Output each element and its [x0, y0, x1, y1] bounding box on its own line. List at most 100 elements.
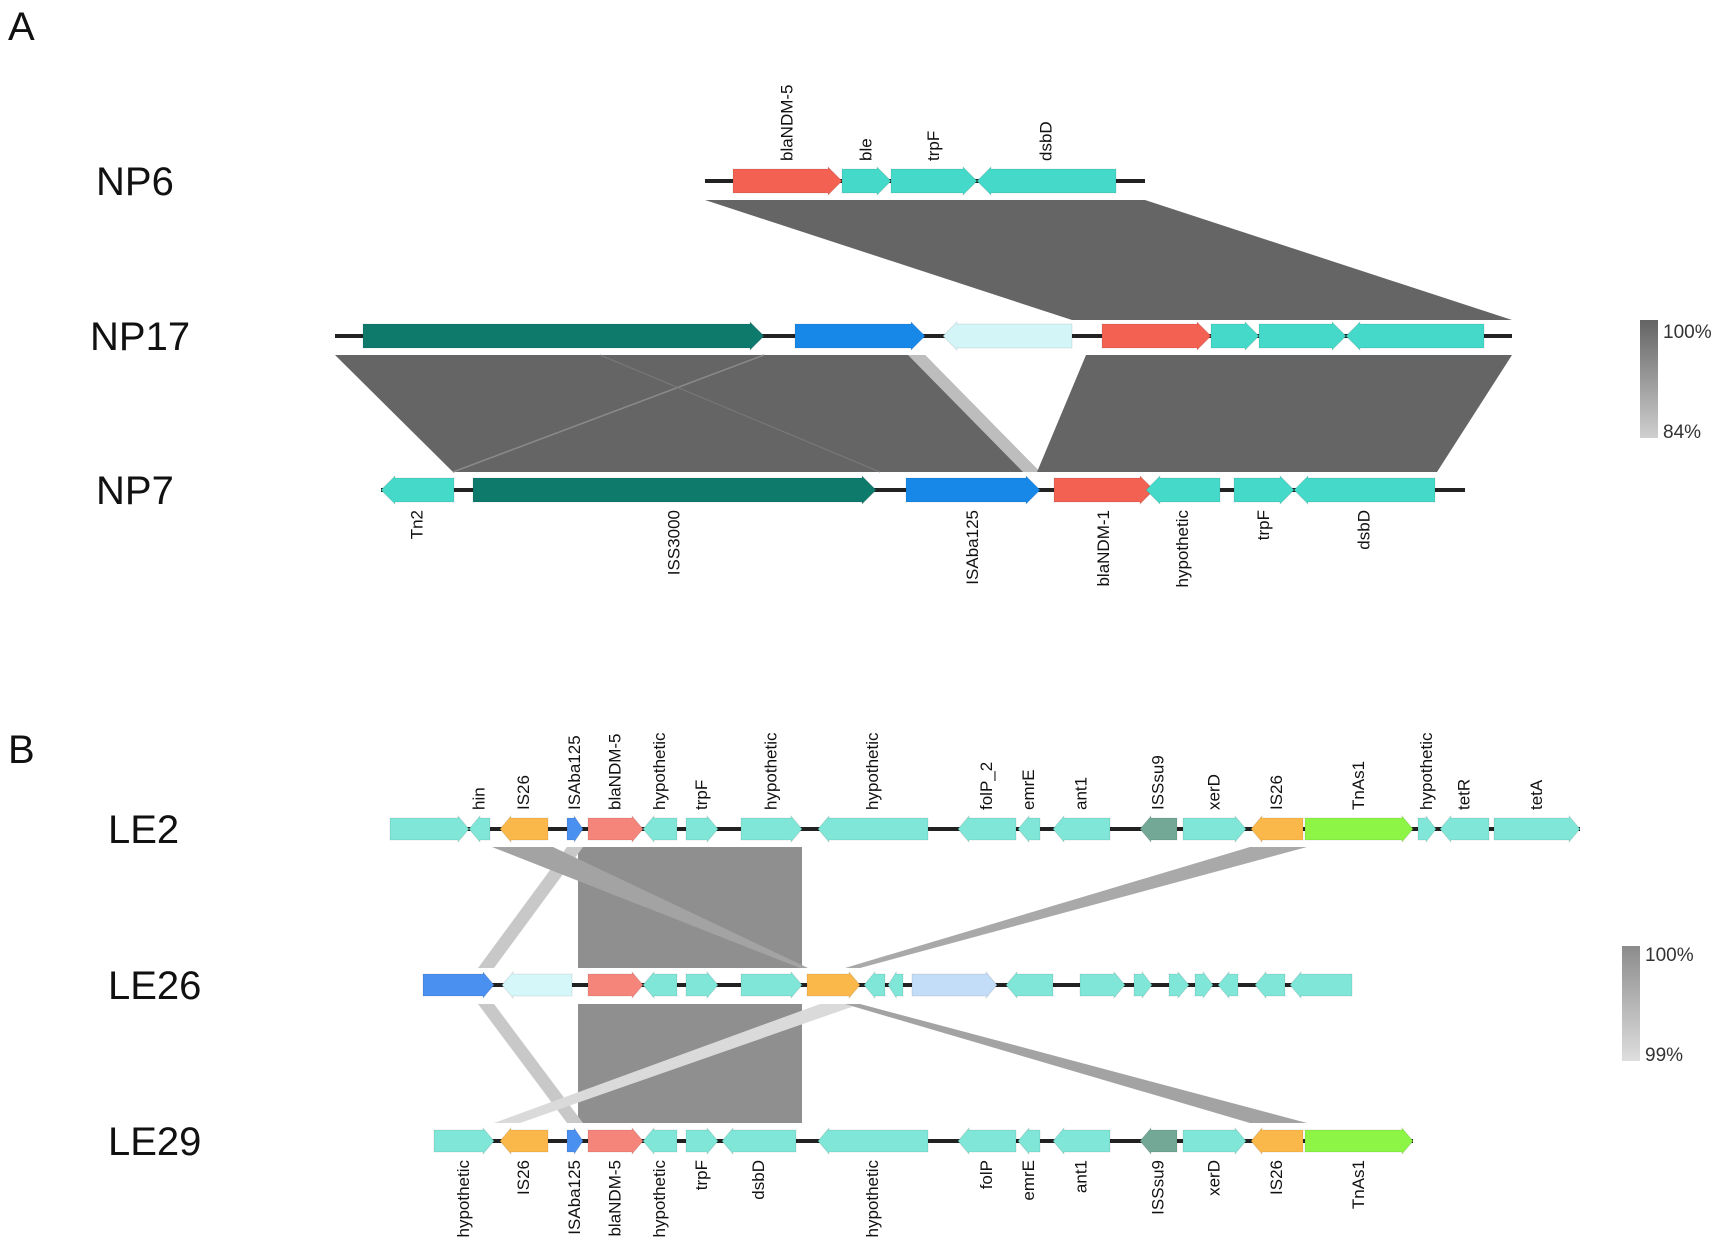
track-name-np6: NP6: [96, 160, 174, 204]
panel-a-letter: A: [8, 5, 35, 49]
gene-label: blaNDM-1: [1094, 510, 1113, 587]
gene-arrow-blandm-5: [732, 166, 843, 196]
link-np17-np7-faint-1: [452, 354, 765, 473]
gene-label: dsbD: [1355, 510, 1374, 550]
gene-label: folP: [977, 1160, 996, 1189]
gene-arrow-folp: [957, 1126, 1017, 1156]
gene-arrow-isaba125: [905, 475, 1041, 505]
link-np17-np7-crossover: [908, 355, 1040, 472]
link-le26-le29-is26-left: [494, 1004, 860, 1123]
gene-arrow-blandm-1: [1053, 475, 1155, 505]
gene-arrow: [1289, 970, 1353, 1000]
gene-arrow-hypothetic: [1417, 814, 1437, 844]
gene-label: tetR: [1455, 779, 1474, 810]
gene-arrow: [362, 321, 765, 351]
track-name-np17: NP17: [90, 315, 190, 359]
gene-label: hypothetic: [454, 1160, 473, 1238]
gene-arrow: [1168, 970, 1190, 1000]
gene-arrow-ant1: [1052, 1126, 1111, 1156]
gene-arrow-blandm-5: [587, 1126, 644, 1156]
gene-arrow: [1258, 321, 1347, 351]
track-np17: NP17: [90, 315, 1512, 359]
gene-arrow-dsbd: [976, 166, 1117, 196]
panel-b-letter: B: [8, 728, 35, 772]
gene-arrow: [1101, 321, 1212, 351]
gene-arrow-ble: [841, 166, 892, 196]
gene-arrow-hypothetic: [433, 1126, 495, 1156]
gene-label: trpF: [692, 1160, 711, 1190]
gene-label: trpF: [692, 780, 711, 810]
gene-label: emrE: [1019, 769, 1038, 810]
gene-arrow: [389, 814, 470, 844]
gene-arrow: [942, 321, 1073, 351]
link-np17-np7-faint-2: [599, 354, 881, 473]
gene-arrow: [740, 970, 803, 1000]
gene-label: tetA: [1527, 779, 1546, 810]
gene-label: IS26: [1267, 775, 1286, 810]
gene-label: hypothetic: [762, 732, 781, 810]
gene-arrow: [642, 970, 678, 1000]
gene-arrow: [806, 970, 861, 1000]
gene-label: blaNDM-5: [606, 1160, 625, 1237]
gene-arrow: [1217, 970, 1239, 1000]
gene-label: ISS3000: [665, 510, 684, 575]
gene-label: ant1: [1072, 777, 1091, 810]
gene-arrow: [422, 970, 495, 1000]
gene-arrow-trpf: [685, 814, 719, 844]
gene-arrow-hypothetic: [1145, 475, 1221, 505]
gene-arrow-tnas1: [1304, 1126, 1414, 1156]
gene-arrow-is26: [499, 1126, 549, 1156]
gene-arrow: [887, 970, 904, 1000]
gene-label: ISAba125: [565, 735, 584, 810]
gene-label: hypothetic: [1173, 510, 1192, 588]
gene-label: folP_2: [977, 762, 996, 810]
link-np17-np7-ndm: [1037, 355, 1512, 472]
gene-label: dsbD: [1037, 121, 1056, 161]
track-le26: LE26: [108, 964, 1353, 1008]
gene-arrow-hypothetic: [817, 1126, 929, 1156]
gene-arrow-tnas1: [1304, 814, 1414, 844]
gene-label: TnAs1: [1349, 1160, 1368, 1209]
link-np17-np7-iss3000: [335, 355, 1040, 472]
gene-arrow-is26: [1250, 814, 1304, 844]
gene-arrow-dsbd: [1293, 475, 1436, 505]
track-name-le29: LE29: [108, 1120, 201, 1164]
gene-label: blaNDM-5: [606, 733, 625, 810]
gene-arrow-folp-2: [957, 814, 1017, 844]
gene-arrow-isssu9: [1139, 814, 1178, 844]
gene-arrow: [1079, 970, 1126, 1000]
gene-label: IS26: [514, 1160, 533, 1195]
gene-label: trpF: [924, 131, 943, 161]
identity-scale-a: [1640, 320, 1658, 438]
identity-scale-b: [1622, 946, 1640, 1061]
link-le2-le26-is26-right: [845, 847, 1307, 968]
gene-label: hypothetic: [650, 732, 669, 810]
gene-arrow-dsbd: [721, 1126, 797, 1156]
track-name-np7: NP7: [96, 469, 174, 513]
gene-arrow-ant1: [1052, 814, 1111, 844]
gene-arrow-iss3000: [472, 475, 877, 505]
gene-arrow-trpf: [1233, 475, 1295, 505]
gene-arrow: [794, 321, 926, 351]
gene-arrow: [1194, 970, 1214, 1000]
gene-arrow-hypothetic: [642, 814, 678, 844]
gene-label: ISAba125: [963, 510, 982, 585]
gene-label: IS26: [1267, 1160, 1286, 1195]
gene-label: hypothetic: [863, 1160, 882, 1238]
gene-arrow-isssu9: [1139, 1126, 1178, 1156]
gene-arrow-emre: [1017, 814, 1041, 844]
gene-arrow: [1210, 321, 1260, 351]
link-le26-le29-is26-right: [845, 1004, 1307, 1123]
gene-arrow-teta: [1493, 814, 1581, 844]
gene-arrow-blandm-5: [587, 814, 644, 844]
gene-arrow: [1133, 970, 1153, 1000]
gene-label: xerD: [1205, 1160, 1224, 1196]
track-name-le26: LE26: [108, 964, 201, 1008]
gene-arrow-emre: [1017, 1126, 1041, 1156]
gene-label: IS26: [514, 775, 533, 810]
gene-arrow-trpf: [685, 1126, 719, 1156]
